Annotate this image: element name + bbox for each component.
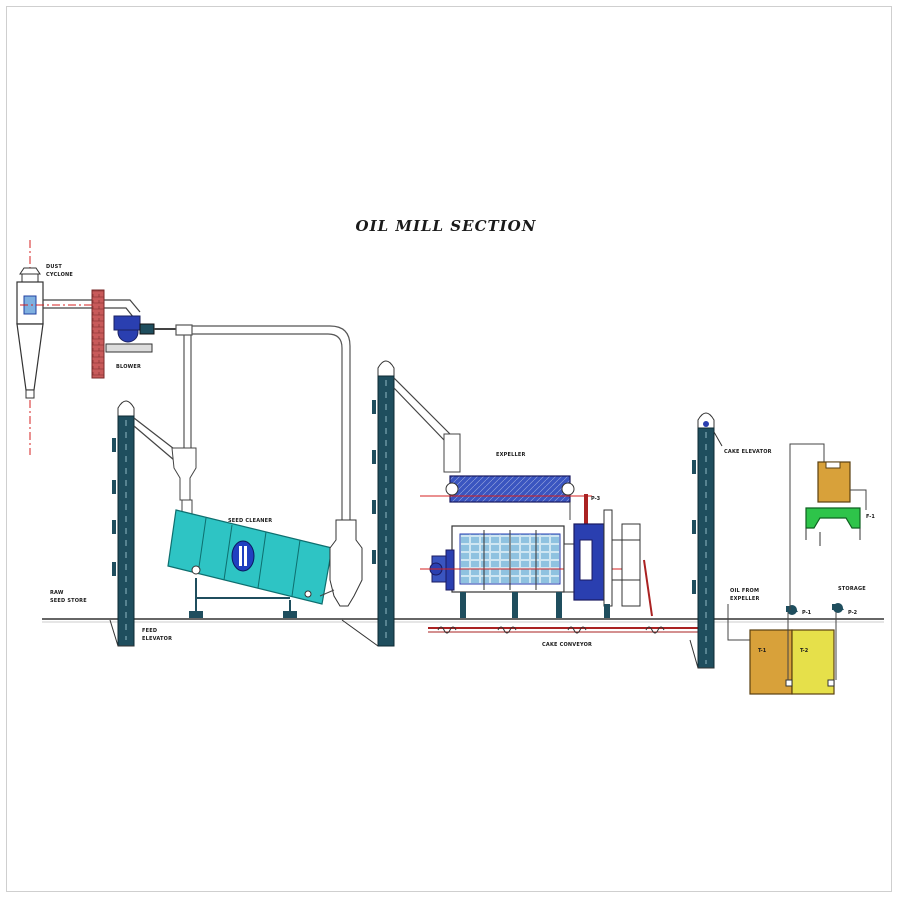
- tag-f1: F-1: [866, 514, 875, 520]
- feed-elevator: [109, 400, 135, 647]
- oil-inlet-pipe: [727, 604, 752, 641]
- brick-column: [91, 289, 105, 379]
- tag-t1: T-1: [758, 648, 767, 654]
- label-oil-from: OIL FROM: [730, 588, 759, 594]
- small-cyclone: [319, 519, 363, 607]
- expeller-feed-elevator: [341, 360, 395, 647]
- cake-conveyor: [428, 626, 700, 634]
- label-oil-expeller: EXPELLER: [730, 596, 760, 602]
- label-storage: STORAGE: [838, 586, 866, 592]
- expeller-hopper: [443, 433, 461, 473]
- suction-pipe: [175, 324, 351, 520]
- diagram-title: OIL MILL SECTION: [356, 217, 537, 235]
- dust-duct-lower: [43, 307, 135, 319]
- dust-cyclone: [16, 240, 100, 455]
- cleaner-stand: [189, 578, 297, 618]
- oil-tanks: [749, 629, 835, 695]
- label-elevator: ELEVATOR: [142, 636, 172, 642]
- label-dust: DUST: [46, 264, 62, 270]
- dust-duct: [43, 299, 141, 313]
- expeller-chute: [393, 377, 451, 441]
- filter-press: [789, 443, 867, 610]
- label-feed: FEED: [142, 628, 157, 634]
- feed-chute: [133, 417, 179, 461]
- expeller-press: [420, 509, 653, 618]
- tag-p2: P-2: [848, 610, 858, 616]
- tag-t2: T-2: [800, 648, 809, 654]
- label-raw: RAW: [50, 590, 64, 596]
- expeller-conditioner: [420, 475, 592, 524]
- label-seed-store: SEED STORE: [50, 598, 87, 604]
- label-seed-cleaner: SEED CLEANER: [228, 518, 272, 524]
- label-blower: BLOWER: [116, 364, 141, 370]
- oil-pumps: [786, 603, 844, 680]
- label-cake-elevator: CAKE ELEVATOR: [724, 449, 772, 455]
- tag-p3: P-3: [591, 496, 601, 502]
- label-expeller: EXPELLER: [496, 452, 526, 458]
- feed-hopper: [171, 447, 197, 501]
- cake-elevator: [689, 412, 723, 669]
- tag-p1: P-1: [802, 610, 812, 616]
- label-cyclone: CYCLONE: [46, 272, 73, 278]
- seed-cleaner: [167, 509, 333, 605]
- blower: [105, 315, 176, 353]
- label-cake-conveyor: CAKE CONVEYOR: [542, 642, 592, 648]
